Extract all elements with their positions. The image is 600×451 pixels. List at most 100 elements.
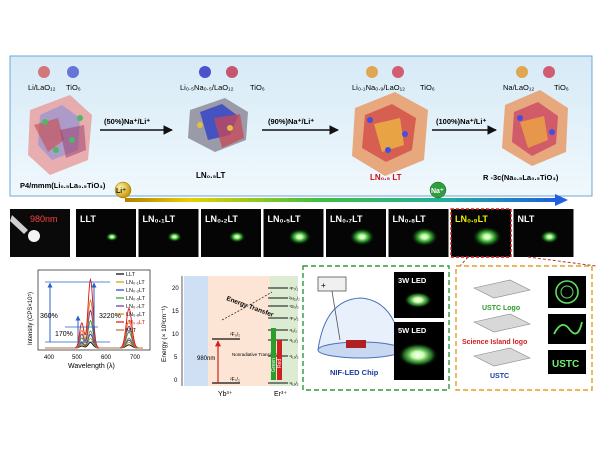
legend-label: LN₀.₈LT (126, 312, 146, 318)
octa-1: TiO₆ (66, 83, 81, 92)
sample-label: LN₀.₈LT (393, 214, 427, 224)
xtick-400: 400 (44, 355, 55, 361)
transition-label-2: (90%)Na⁺/Li⁺ (268, 117, 314, 126)
ytick-5: 5 (174, 355, 178, 361)
legend-label: LN₀.₁LT (126, 280, 145, 286)
ytick-0: 0 (174, 378, 178, 384)
sample-label: LN₀.₇LT (330, 214, 363, 224)
unit-icons (38, 66, 555, 78)
legend-label: LN₀.₇LT (126, 304, 145, 310)
logo-photo-3: USTC (548, 350, 586, 374)
xtick-700: 700 (130, 355, 141, 361)
spectrum-panel: 360% 170% 3220% Intensity (CPS×10⁵) Wave… (27, 269, 151, 370)
laser-tile: 980nm (10, 209, 70, 257)
led-3w-photo: 3W LED (394, 272, 444, 318)
green-label: Green (271, 358, 277, 372)
sample-tile: LLT (76, 209, 136, 257)
ytick-10: 10 (172, 332, 179, 338)
legend-label: NLT (126, 328, 137, 334)
emission-spot (106, 232, 118, 242)
xtick-600: 600 (101, 355, 112, 361)
sample-tile: LN₀.₈LT (388, 209, 449, 257)
annot-3220: 3220% (99, 313, 121, 320)
er-level-label: ⁴I₁₃/₂ (289, 354, 299, 359)
laser-label: 980nm (30, 214, 58, 224)
legend-label: LN₀.₂LT (126, 288, 146, 294)
logo-plates (473, 279, 531, 367)
emission-spot (411, 227, 438, 246)
legend-label: LN₀.₅LT (126, 296, 146, 302)
formula-2: Li₀.₅Na₀.₅/LaO₁₂ (180, 83, 234, 92)
er-level-label: ²H₁₁/₂ (289, 296, 300, 301)
octa-3: TiO₆ (420, 83, 435, 92)
svg-text:+: + (321, 281, 326, 290)
yb-ion-label: Yb³⁺ (218, 391, 233, 398)
sample-label: NLT (518, 214, 535, 224)
formula-1: Li/LaO₁₂ (28, 83, 56, 92)
octa-2: TiO₆ (250, 83, 265, 92)
logo-photo-2 (548, 314, 586, 344)
nonrad-label: Nonradiative Transition (232, 352, 279, 357)
crystal-ln05lt (188, 98, 248, 152)
ytick-15: 15 (172, 309, 179, 315)
ustc-glow-text: USTC (552, 359, 579, 370)
annot-360: 360% (40, 313, 58, 320)
emission-spot (229, 231, 245, 243)
na-ion-ball: Na⁺ (429, 181, 447, 199)
chip-label: NIF-LED Chip (330, 368, 379, 377)
sample-tile: LN₀.₉LT (450, 208, 512, 258)
formula-3: Li₀.₁Na₀.₉/LaO₁₂ (352, 83, 405, 92)
er-ion-label: Er³⁺ (274, 391, 287, 398)
logo-label-1: USTC Logo (482, 305, 520, 312)
led-dome: + (317, 276, 403, 359)
spectrum-ylabel: Intensity (CPS×10⁵) (27, 292, 34, 345)
phase-name-4: R -3c(Na₀.₅La₀.₅TiO₃) (483, 173, 559, 182)
yb-level-upper: ²F₅/₂ (230, 332, 240, 338)
legend-label: LLT (126, 272, 136, 278)
logo-label-2: Science Island logo (462, 339, 527, 346)
gradient-arrowhead (555, 194, 568, 206)
logo-photo-1 (548, 276, 586, 308)
annot-170: 170% (55, 331, 73, 338)
logo-label-3: USTC (490, 373, 509, 380)
sample-tiles: LLT LN₀.₁LT LN₀.₂LT LN₀.₅LT LN₀.₇LT LN₀.₈LT LN… (76, 208, 574, 258)
emission-spot (540, 230, 559, 244)
sample-label: LN₀.₉LT (455, 214, 488, 224)
composition-gradient-bar (125, 198, 555, 202)
er-level-label: ⁴F₉/₂ (289, 316, 299, 321)
crystal-llt (28, 95, 92, 175)
xtick-500: 500 (72, 355, 83, 361)
transition-label-1: (50%)Na⁺/Li⁺ (104, 117, 150, 126)
svg-text:Li⁺: Li⁺ (116, 188, 126, 195)
sample-label: LN₀.₂LT (205, 214, 238, 224)
yb-level-lower: ²F₇/₂ (230, 377, 240, 383)
led3-label: 3W LED (398, 276, 427, 285)
spectrum-legend: LLT LN₀.₁LT LN₀.₂LT LN₀.₅LT LN₀.₇LT LN₀.₈LT LN… (116, 272, 146, 334)
sample-tile: LN₀.₇LT (326, 209, 386, 257)
er-level-label: ⁴S₃/₂ (289, 304, 299, 309)
led-5w-photo: 5W LED (394, 322, 444, 380)
li-ion-ball: Li⁺ (114, 181, 132, 199)
octa-4: TiO₆ (554, 83, 569, 92)
er-level-label: ⁴I₁₅/₂ (289, 381, 299, 386)
sample-tile: LN₀.₂LT (201, 209, 261, 257)
sample-tile: LN₀.₁LT (138, 209, 199, 257)
transition-label-3: (100%)Na⁺/Li⁺ (436, 117, 486, 126)
er-level-label: ⁴I₉/₂ (289, 328, 297, 333)
phase-name-1: P4/mmm(Li₀.₅La₀.₅TiO₃) (20, 181, 106, 190)
energy-ylabel: Energy (× 10³cm⁻¹) (161, 306, 168, 362)
emission-spot (350, 228, 374, 246)
er-levels: ⁴F₇/₂ ²H₁₁/₂ ⁴S₃/₂ ⁴F₉/₂ ⁴I₉/₂ ⁴I₁₁/₂ ⁴I₁₃/₂ ⁴I… (268, 286, 300, 386)
spectrum-annotations (45, 281, 110, 343)
crystal-ln09lt (352, 92, 428, 176)
sample-tile: NLT (513, 209, 574, 257)
er-level-label: ⁴I₁₁/₂ (289, 338, 298, 343)
legend-label: LN₀.₉LT (126, 320, 146, 326)
sample-label: LLT (80, 214, 96, 224)
sample-label: LN₀.₅LT (268, 214, 302, 224)
phase-name-2: LN₀.₅LT (196, 171, 225, 180)
er-level-label: ⁴F₇/₂ (289, 286, 298, 291)
emission-spot (167, 231, 182, 242)
zoom-connector (459, 256, 597, 267)
